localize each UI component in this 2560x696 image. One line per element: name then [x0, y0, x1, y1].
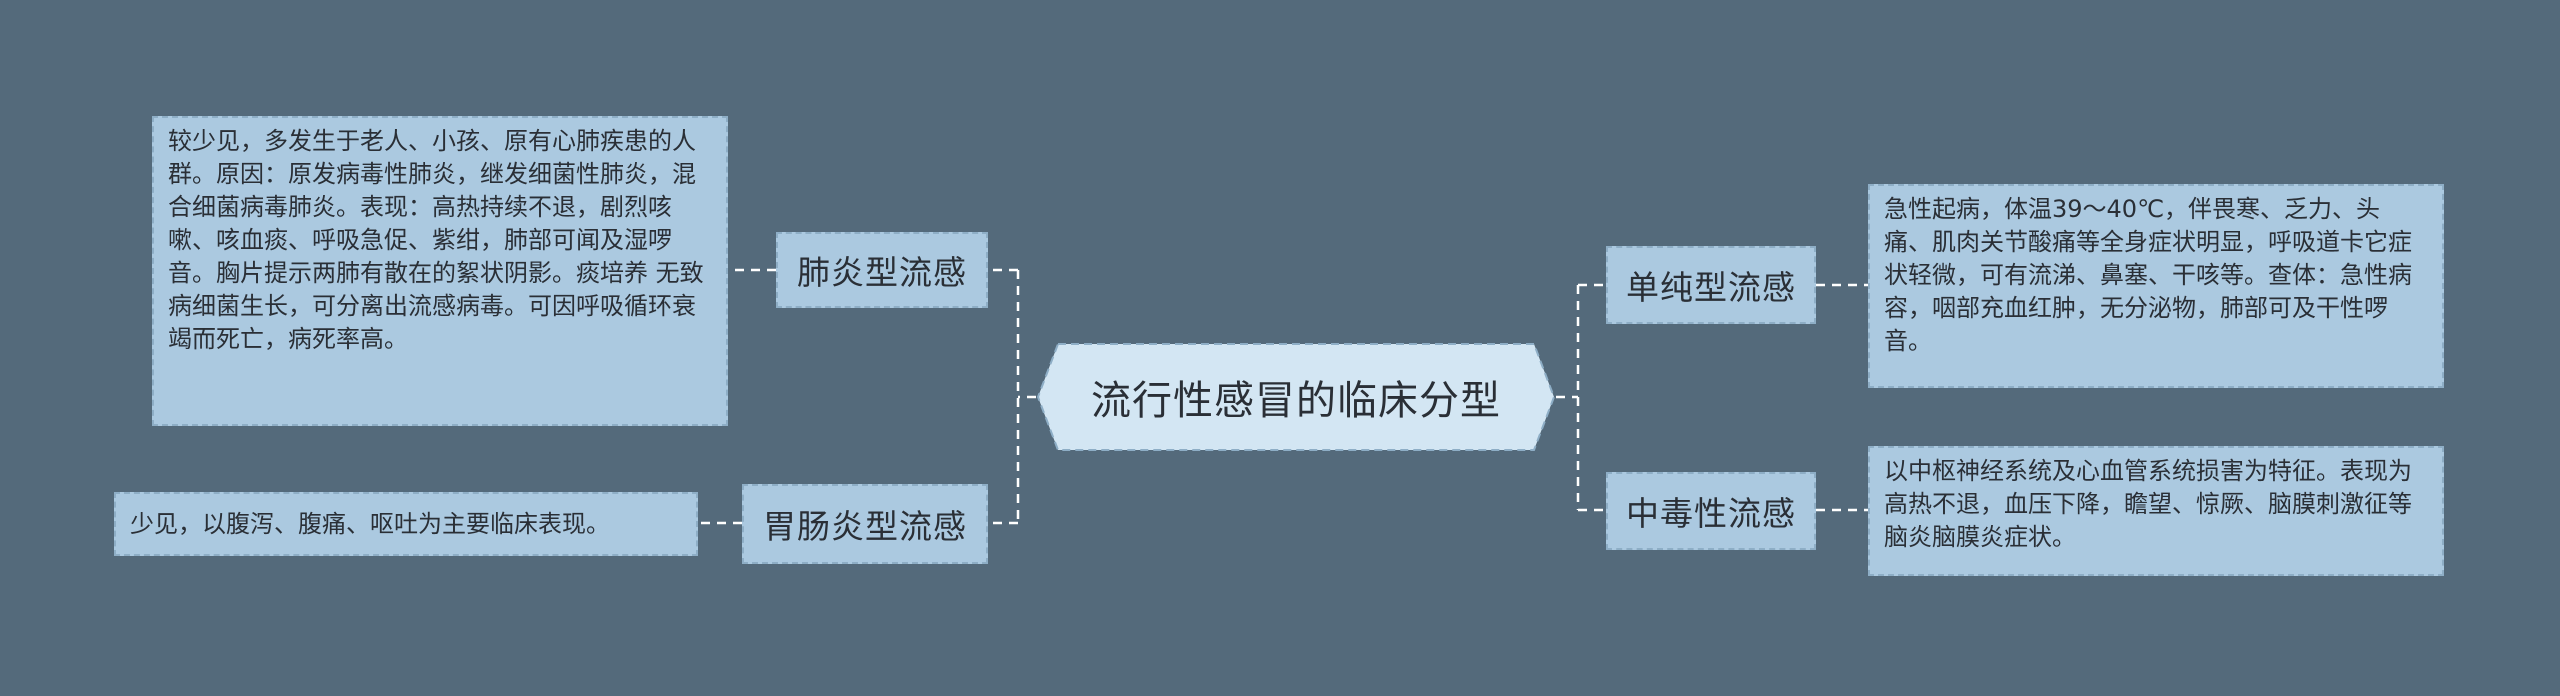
branch-simple-flu[interactable]: 单纯型流感 — [1606, 246, 1816, 324]
detail-toxic-flu: 以中枢神经系统及心血管系统损害为特征。表现为高热不退，血压下降，瞻望、惊厥、脑膜… — [1868, 446, 2444, 576]
branch-lung-pneumonia[interactable]: 肺炎型流感 — [776, 232, 988, 308]
detail-simple-flu: 急性起病，体温39～40℃，伴畏寒、乏力、头痛、肌肉关节酸痛等全身症状明显，呼吸… — [1868, 184, 2444, 388]
root-title: 流行性感冒的临床分型 — [1091, 378, 1501, 424]
branch-gastroenteritis[interactable]: 胃肠炎型流感 — [742, 484, 988, 564]
detail-lung-pneumonia: 较少见，多发生于老人、小孩、原有心肺疾患的人群。原因：原发病毒性肺炎，继发细菌性… — [152, 116, 728, 426]
root-node: 流行性感冒的临床分型 — [1036, 342, 1556, 452]
root-hexagon-shape — [1036, 343, 1556, 451]
branch-toxic-flu[interactable]: 中毒性流感 — [1606, 472, 1816, 550]
detail-gastroenteritis: 少见，以腹泻、腹痛、呕吐为主要临床表现。 — [114, 492, 698, 556]
